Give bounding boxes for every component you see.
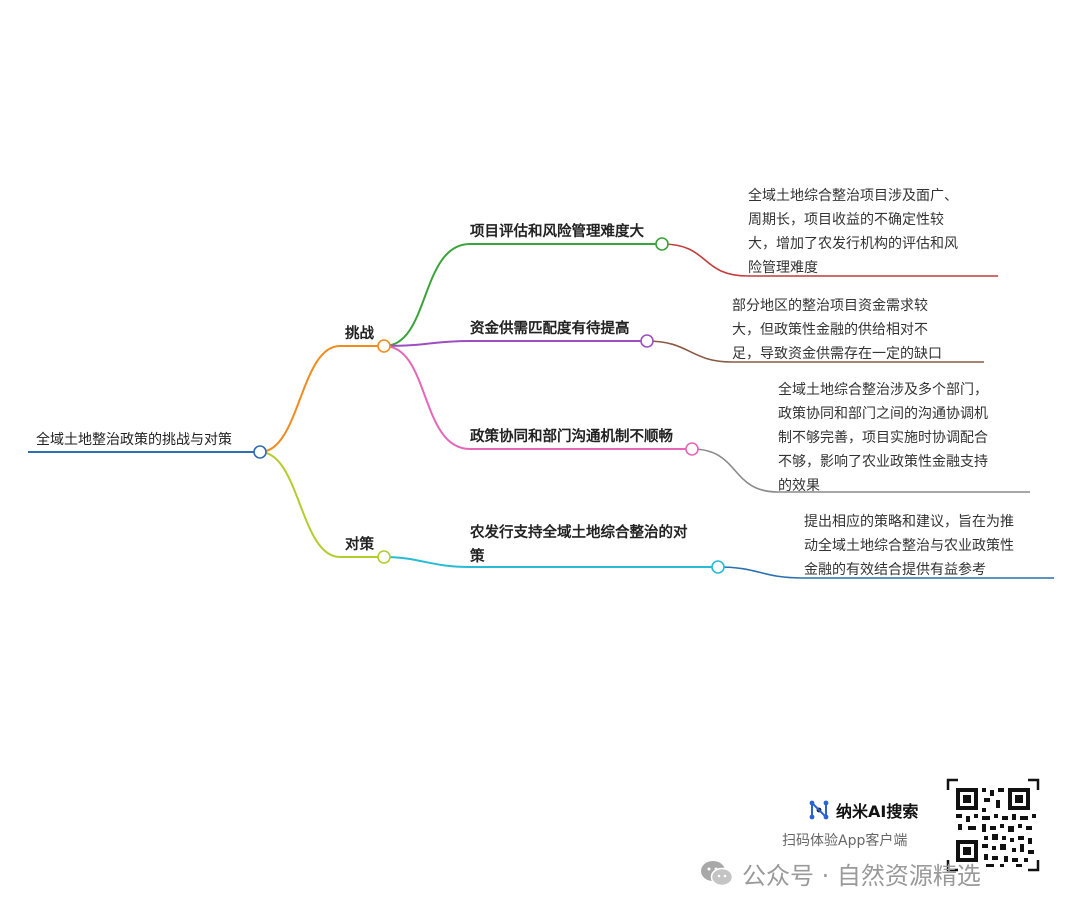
connector-challenge-child1 <box>383 243 662 347</box>
detail-line: 金融的有效结合提供有益参考 <box>804 562 986 578</box>
detail-line: 制不够完善，项目实施时协调配合 <box>778 430 988 446</box>
child1-node-ring[interactable] <box>655 237 669 251</box>
wechat-icon <box>701 860 734 886</box>
detail-line: 全域土地综合整治涉及多个部门， <box>778 382 988 398</box>
detail-line: 大，增加了农发行机构的评估和风 <box>748 236 958 252</box>
root-label[interactable]: 全域土地整治政策的挑战与对策 <box>36 432 232 448</box>
connector-root-challenge <box>259 345 384 453</box>
detail-policy-coordination: 全域土地综合整治涉及多个部门， 政策协同和部门之间的沟通协调机 制不够完善，项目… <box>778 378 988 498</box>
watermark: 公众号 · 自然资源精选 <box>700 856 981 891</box>
detail-line: 提出相应的策略和建议，旨在为推 <box>804 514 1014 530</box>
connector-challenge-child2 <box>383 340 647 347</box>
connector-detail2 <box>646 340 984 363</box>
nano-logo-icon <box>809 800 829 820</box>
connector-root-strategy <box>259 451 384 558</box>
brand-subtitle: 扫码体验App客户端 <box>782 833 908 849</box>
watermark-text: 公众号 · 自然资源精选 <box>742 862 981 890</box>
detail-line: 动全域土地综合整治与农业政策性 <box>804 538 1014 554</box>
connector-detail3 <box>691 448 1030 493</box>
root-node-ring[interactable] <box>253 445 267 459</box>
detail-risk-management: 全域土地综合整治项目涉及面广、 周期长，项目收益的不确定性较 大，增加了农发行机… <box>748 184 958 280</box>
connector-challenge-child3 <box>383 345 692 450</box>
detail-funding-match: 部分地区的整治项目资金需求较 大，但政策性金融的供给相对不 足，导致资金供需存在… <box>732 294 942 366</box>
brand-name: 纳米AI搜索 <box>836 802 919 821</box>
brand-block[interactable]: 纳米AI搜索 <box>808 798 918 822</box>
detail-line: 险管理难度 <box>748 260 818 276</box>
child2-node-ring[interactable] <box>640 334 654 348</box>
strategy-node-ring[interactable] <box>377 550 391 564</box>
child-funding-match[interactable]: 资金供需匹配度有待提高 <box>470 321 630 337</box>
connector-detail1 <box>661 243 998 277</box>
detail-line: 政策协同和部门之间的沟通协调机 <box>778 406 988 422</box>
branch-strategy-label[interactable]: 对策 <box>345 537 374 553</box>
connector-strategy-child <box>383 556 718 568</box>
challenge-node-ring[interactable] <box>377 339 391 353</box>
qr-code[interactable] <box>946 778 1040 872</box>
detail-line: 的效果 <box>778 478 820 494</box>
child-strategy[interactable]: 农发行支持全域土地综合整治的对 策 <box>470 521 688 569</box>
detail-strategy: 提出相应的策略和建议，旨在为推 动全域土地综合整治与农业政策性 金融的有效结合提… <box>804 510 1014 582</box>
branch-challenge-label[interactable]: 挑战 <box>345 326 374 342</box>
child4-node-ring[interactable] <box>711 560 725 574</box>
detail-line: 不够，影响了农业政策性金融支持 <box>778 454 988 470</box>
child-risk-management[interactable]: 项目评估和风险管理难度大 <box>470 224 644 240</box>
detail-line: 周期长，项目收益的不确定性较 <box>748 212 944 228</box>
detail-line: 部分地区的整治项目资金需求较 <box>732 298 928 314</box>
detail-line: 大，但政策性金融的供给相对不 <box>732 322 928 338</box>
detail-line: 全域土地综合整治项目涉及面广、 <box>748 188 958 204</box>
detail-line: 足，导致资金供需存在一定的缺口 <box>732 346 942 362</box>
child-strategy-line: 农发行支持全域土地综合整治的对 <box>470 525 688 541</box>
connector-detail4 <box>717 566 1054 579</box>
child-policy-coordination[interactable]: 政策协同和部门沟通机制不顺畅 <box>470 429 673 445</box>
child3-node-ring[interactable] <box>685 442 699 456</box>
child-strategy-line: 策 <box>470 549 485 565</box>
